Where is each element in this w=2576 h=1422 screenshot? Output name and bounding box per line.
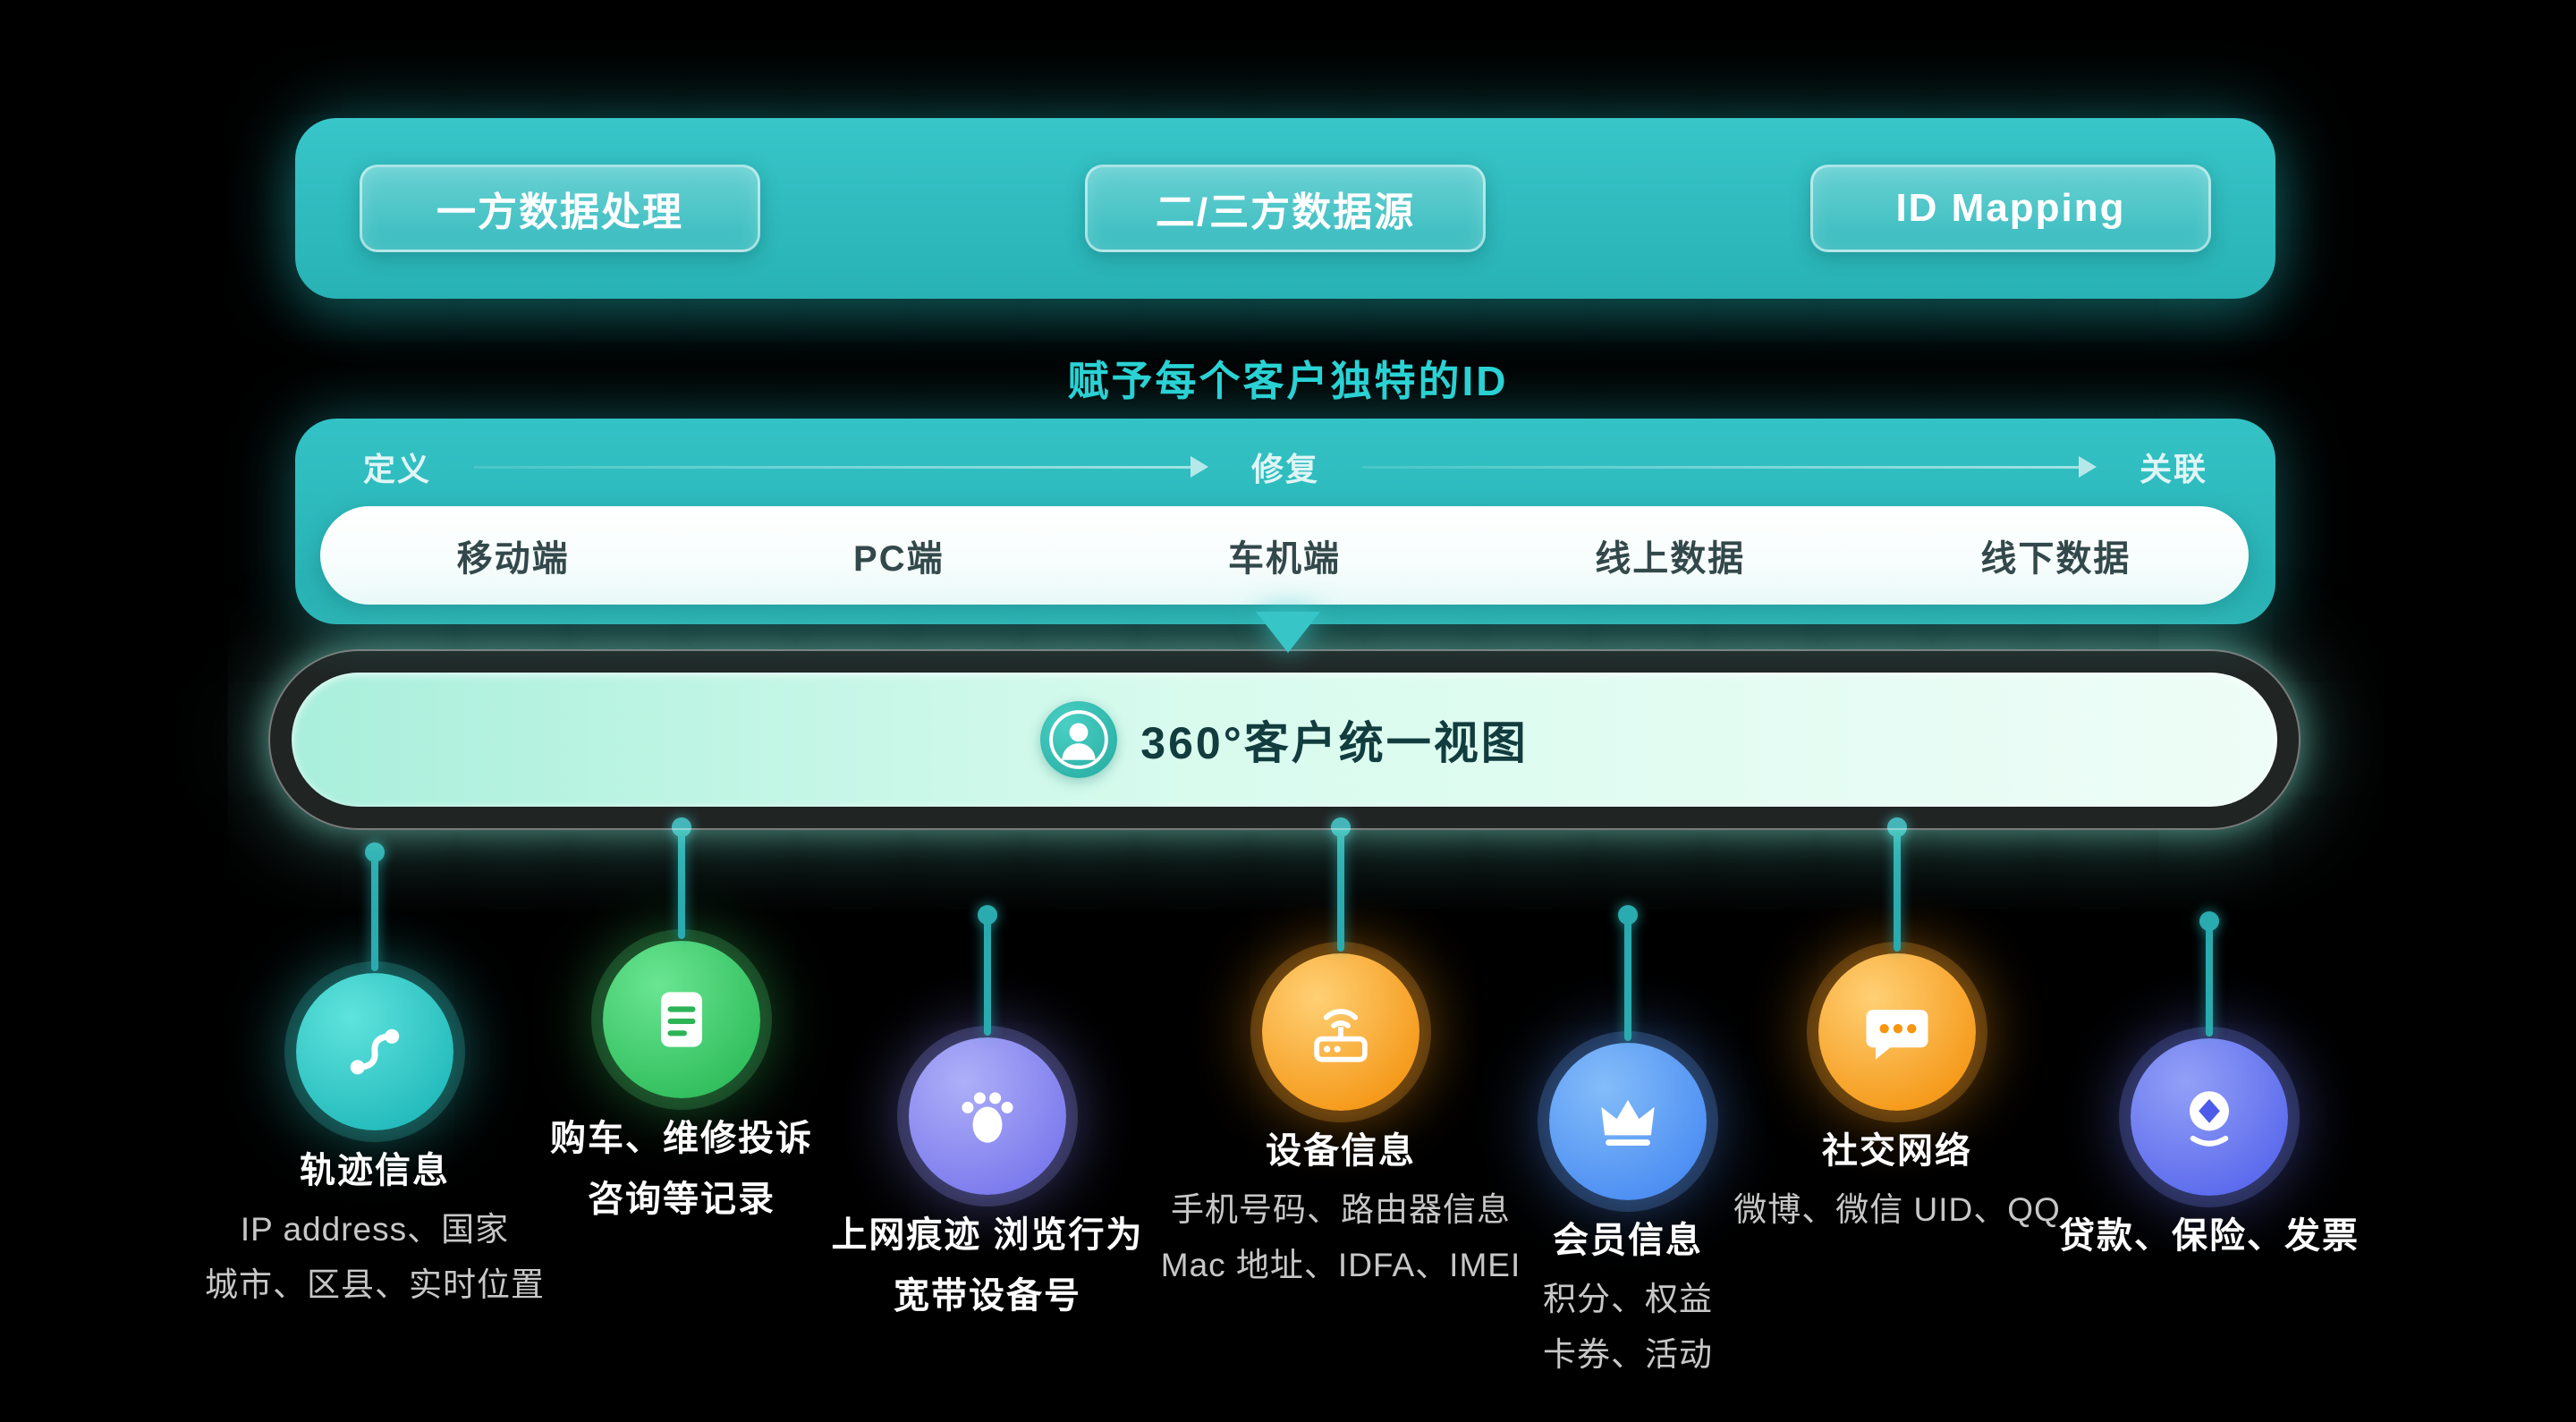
stage-associate: 关联 [2140, 451, 2208, 487]
source-title: 社交网络 [1822, 1131, 1972, 1171]
connector-line [2206, 926, 2213, 1037]
channel-online-data: 线上数据 [1595, 539, 1746, 579]
source-title: 轨迹信息 [300, 1151, 450, 1190]
document-icon [603, 941, 760, 1098]
source-purchase-records: 购车、维修投诉 咨询等记录 [467, 832, 896, 1222]
source-title: 宽带设备号 [894, 1276, 1081, 1316]
source-title: 会员信息 [1553, 1221, 1703, 1260]
arrow-right-icon [474, 456, 1208, 478]
arrow-down-icon [1256, 612, 1320, 653]
source-finance-docs: 贷款、保险、发票 [1995, 926, 2424, 1258]
connector-line [1894, 832, 1901, 952]
unified-view-inner: 360°客户统一视图 [292, 673, 2277, 807]
source-desc: 卡券、活动 [1543, 1336, 1713, 1373]
stage-define: 定义 [363, 451, 432, 487]
channel-vehicle: 车机端 [1228, 539, 1341, 579]
headline: 赋予每个客户独特的ID [1067, 358, 1509, 404]
shield-icon [2131, 1038, 2288, 1196]
channel-pc: PC端 [853, 539, 945, 579]
stage-repair: 修复 [1251, 451, 1320, 487]
source-track-info: 轨迹信息 IP address、国家 城市、区县、实时位置 [160, 857, 589, 1306]
source-membership-info: 会员信息 积分、权益 卡券、活动 [1413, 919, 1843, 1375]
unified-view-label: 360°客户统一视图 [1140, 718, 1529, 768]
router-icon [1262, 953, 1419, 1111]
person-icon [1040, 701, 1118, 778]
second-third-party-data-button: 二/三方数据源 [1085, 165, 1486, 252]
route-icon [296, 973, 453, 1130]
source-title: 咨询等记录 [588, 1180, 775, 1219]
source-desc: 积分、权益 [1543, 1281, 1713, 1317]
source-title: 购车、维修投诉 [550, 1119, 813, 1158]
connector-line [678, 832, 685, 939]
stage-row: 定义 修复 关联 [363, 440, 2207, 494]
top-banner: 一方数据处理 二/三方数据源 ID Mapping [295, 118, 2275, 299]
source-desc: 城市、区县、实时位置 [205, 1266, 545, 1303]
first-party-data-button: 一方数据处理 [360, 165, 760, 252]
crown-icon [1549, 1043, 1707, 1200]
channel-mobile: 移动端 [456, 539, 570, 579]
unified-view-bar: 360°客户统一视图 [268, 649, 2301, 830]
connector-line [1337, 832, 1344, 952]
source-title: 上网痕迹 浏览行为 [831, 1215, 1144, 1255]
source-browsing-traces: 上网痕迹 浏览行为 宽带设备号 [773, 919, 1202, 1318]
connector-line [371, 857, 378, 971]
chat-icon [1818, 953, 1976, 1111]
pipeline-bar: 定义 修复 关联 移动端 PC端 车机端 线上数据 线下数据 [295, 419, 2275, 624]
source-desc: 手机号码、路由器信息 [1171, 1191, 1511, 1228]
source-social-network: 社交网络 微博、微信 UID、QQ [1682, 832, 2112, 1231]
source-desc: Mac 地址、IDFA、IMEI [1160, 1247, 1521, 1283]
footprint-icon [909, 1037, 1066, 1195]
id-mapping-button: ID Mapping [1810, 165, 2211, 252]
arrow-right-icon [1362, 456, 2097, 478]
source-desc: 微博、微信 UID、QQ [1733, 1191, 2061, 1228]
source-device-info: 设备信息 手机号码、路由器信息 Mac 地址、IDFA、IMEI [1126, 832, 1555, 1286]
channel-bar: 移动端 PC端 车机端 线上数据 线下数据 [320, 506, 2249, 605]
connector-line [1624, 919, 1631, 1041]
connector-line [984, 919, 991, 1036]
source-desc: IP address、国家 [240, 1211, 510, 1248]
channel-offline-data: 线下数据 [1980, 539, 2131, 579]
source-title: 贷款、保险、发票 [2059, 1216, 2360, 1256]
source-title: 设备信息 [1266, 1131, 1416, 1171]
